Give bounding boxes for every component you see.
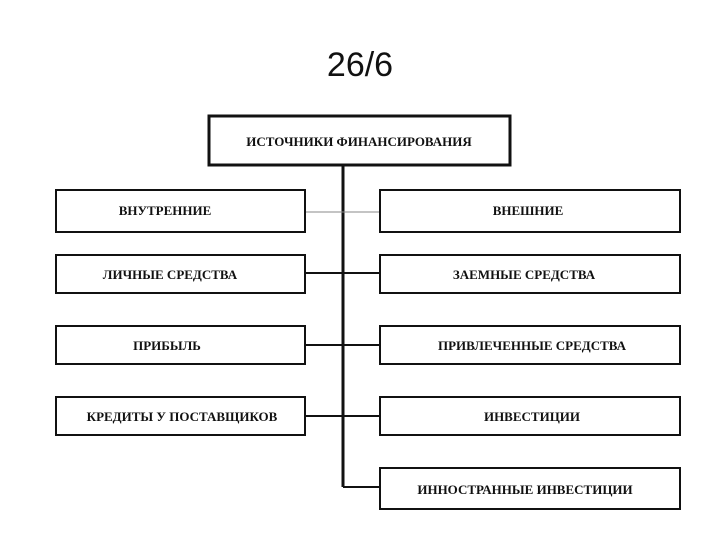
right-box-4-label: ИННОСТРАННЫЕ ИНВЕСТИЦИИ [417,482,632,497]
left-header-box: ВНУТРЕННИЕ [55,189,306,233]
right-box-2: ПРИВЛЕЧЕННЫЕ СРЕДСТВА [379,325,681,365]
right-box-4: ИННОСТРАННЫЕ ИНВЕСТИЦИИ [379,467,681,510]
left-box-3: КРЕДИТЫ У ПОСТАВЩИКОВ [55,396,306,436]
left-box-2: ПРИБЫЛЬ [55,325,306,365]
right-header-box: ВНЕШНИЕ [379,189,681,233]
right-header-label: ВНЕШНИЕ [493,203,564,218]
right-box-1: ЗАЕМНЫЕ СРЕДСТВА [379,254,681,294]
left-box-1: ЛИЧНЫЕ СРЕДСТВА [55,254,306,294]
right-box-1-label: ЗАЕМНЫЕ СРЕДСТВА [453,267,596,282]
left-box-2-label: ПРИБЫЛЬ [133,338,201,353]
connectors [305,165,380,488]
left-box-1-label: ЛИЧНЫЕ СРЕДСТВА [103,267,238,282]
right-box-2-label: ПРИВЛЕЧЕННЫЕ СРЕДСТВА [438,338,627,353]
root-box-label: ИСТОЧНИКИ ФИНАНСИРОВАНИЯ [246,134,472,149]
left-header-label: ВНУТРЕННИЕ [119,203,212,218]
right-box-3: ИНВЕСТИЦИИ [379,396,681,436]
root-box: ИСТОЧНИКИ ФИНАНСИРОВАНИЯ [207,114,512,167]
slide-title: 26/6 [326,46,394,84]
right-box-3-label: ИНВЕСТИЦИИ [484,409,580,424]
left-box-3-label: КРЕДИТЫ У ПОСТАВЩИКОВ [87,409,278,424]
